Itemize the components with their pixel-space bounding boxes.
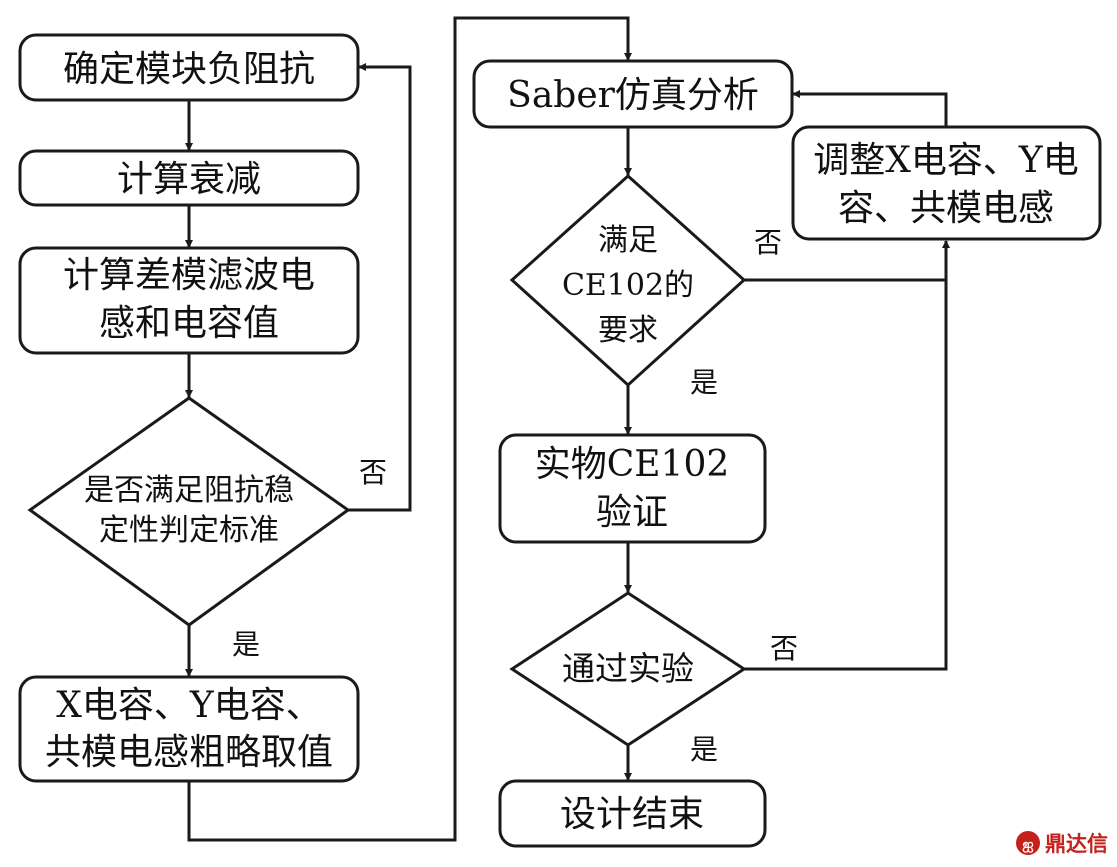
design-end-box [498, 779, 767, 848]
watermark-logo-icon [1016, 831, 1040, 855]
saber-simulation-label: Saber仿真分析 [507, 75, 759, 116]
stability-no-label: 否 [359, 456, 387, 489]
ce102-yes-label: 是 [690, 366, 718, 399]
rough-values-label-line2: 共模电感粗略取值 [45, 732, 333, 773]
physical-verify-label-line2: 验证 [596, 492, 668, 533]
loop-adjust-to-saber [792, 90, 948, 127]
physical-verify-box [498, 433, 767, 544]
calc-dm-filter-label-line1: 计算差模滤波电 [63, 255, 315, 296]
watermark-logo-mark: ஐ [1022, 837, 1033, 853]
stability-decision-diamond [27, 396, 351, 627]
pass-test-decision-label: 通过实验 [562, 649, 694, 688]
calc-attenuation-label: 计算衰减 [117, 159, 261, 200]
watermark: ஐ 鼎达信 [1016, 831, 1108, 856]
stability-decision-label-line2: 定性判定标准 [99, 513, 279, 548]
watermark-text: 鼎达信 [1045, 832, 1108, 856]
adjust-components-label-line2: 容、共模电感 [838, 188, 1054, 229]
pass-yes-label: 是 [690, 733, 718, 766]
adjust-components-label-line1: 调整X电容、Y电 [813, 140, 1078, 181]
calc-dm-filter-label-line2: 感和电容值 [99, 303, 279, 344]
ce102-decision-label-line3: 要求 [598, 313, 658, 348]
physical-verify-label-line1: 实物CE102 [535, 444, 730, 485]
pass-no-label: 否 [770, 632, 798, 665]
ce102-decision-label-line2: CE102的 [562, 268, 694, 303]
pass-no-line [744, 240, 950, 671]
determine-impedance-label: 确定模块负阻抗 [63, 49, 315, 90]
connector-to-saber [187, 16, 632, 842]
ce102-decision-label-line1: 满足 [598, 223, 658, 258]
design-end-label: 设计结束 [560, 794, 704, 835]
stability-yes-label: 是 [232, 628, 260, 661]
ce102-no-label: 否 [754, 226, 782, 259]
rough-values-label-line1: X电容、Y电容、 [56, 685, 321, 726]
stability-decision-label-line1: 是否满足阻抗稳 [84, 473, 294, 508]
loop-stability-no [348, 63, 412, 512]
